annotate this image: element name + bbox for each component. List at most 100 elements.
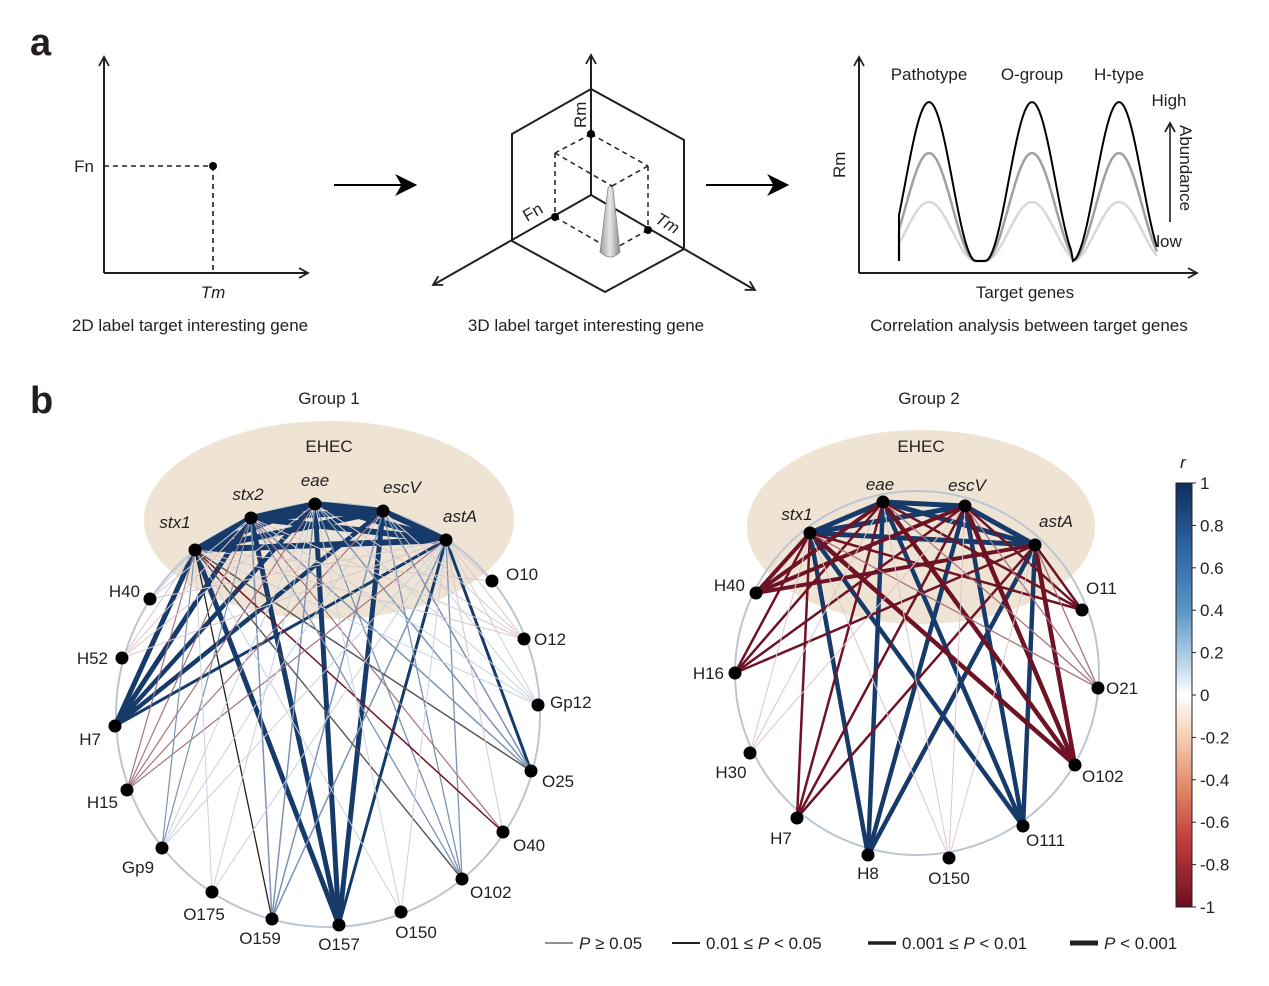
edge-asta-o11: [1033, 543, 1084, 612]
edge-stx1-gp9: [161, 549, 196, 849]
edge-asta-o10: [445, 539, 493, 582]
x-axis-label: Target genes: [976, 283, 1074, 302]
caption-3d: 3D label target interesting gene: [468, 316, 704, 335]
curve-high-abundance: [898, 100, 1158, 263]
low-label: low: [1156, 232, 1182, 251]
edge-escv-gp12: [382, 510, 539, 706]
edge-stx1-o150: [194, 549, 402, 913]
edge-asta-o111: [1020, 542, 1038, 829]
colorbar-tick-label: 0.4: [1200, 601, 1224, 620]
edge-stx1-asta: [807, 530, 1038, 548]
node-stx1: [803, 526, 817, 540]
edge-eae-h16: [733, 500, 885, 675]
edge-eae-h7: [795, 500, 885, 820]
node-label-o40: O40: [513, 836, 545, 855]
node-h40: [749, 586, 763, 600]
colorbar-tick-label: 0: [1200, 686, 1209, 705]
node-label-gp9: Gp9: [122, 858, 154, 877]
node-label-o150: O150: [928, 869, 970, 888]
colorbar-tick-label: -1: [1200, 898, 1215, 917]
edge-asta-gp9: [161, 539, 447, 849]
edge-eae-o21: [882, 501, 1099, 689]
node-o102: [455, 872, 469, 886]
edge-stx1-o10: [194, 549, 493, 582]
edge-stx1-escv: [807, 503, 968, 536]
edge-asta-o159: [271, 539, 447, 920]
axis-fn: [431, 194, 592, 286]
edge-asta-o12: [445, 539, 525, 640]
edges: [112, 501, 539, 928]
node-label-h8: H8: [857, 864, 879, 883]
edge-escv-h7: [112, 508, 386, 729]
edge-eae-h40: [754, 500, 885, 595]
edge-stx1-o21: [809, 532, 1099, 689]
colorbar-tick-label: -0.4: [1200, 771, 1229, 790]
plot-2d: Fn Tm 2D label target interesting gene: [72, 55, 310, 335]
edge-eae-gp9: [161, 503, 316, 849]
ehec-label: EHEC: [897, 437, 944, 456]
edge-eae-h7: [112, 501, 318, 729]
edge-eae-h30: [749, 501, 884, 754]
edge-eae-o175: [211, 503, 316, 893]
peak-label-h-type: H-type: [1094, 65, 1144, 84]
edge-escv-o21: [964, 505, 1099, 689]
node-h7: [790, 811, 804, 825]
hexagon-frame: [511, 87, 685, 294]
edge-asta-o21: [1034, 544, 1099, 689]
abundance-curves: [897, 100, 1159, 263]
edge-eae-h52: [121, 503, 316, 659]
edge-stx1-o25: [194, 549, 532, 772]
node-label-o12: O12: [534, 630, 566, 649]
colorbar-tick-label: 0.2: [1200, 644, 1224, 663]
edge-asta-o150: [400, 539, 447, 913]
node-eae: [308, 497, 322, 511]
colorbar-title: r: [1180, 453, 1187, 472]
node-label-o11: O11: [1086, 579, 1117, 598]
edge-asta-h40: [149, 539, 447, 600]
edge-stx1-h7: [795, 531, 812, 820]
edge-eae-o150: [314, 503, 402, 913]
node-o157: [332, 918, 346, 932]
plot-correlation: Rm Target genes Pathotype O-group H-type…: [830, 55, 1199, 335]
edge-stx1-o150: [809, 532, 950, 859]
edge-stx1-o102: [807, 530, 1078, 768]
edge-stx1-h8: [807, 530, 871, 858]
colorbar-tick-label: 0.6: [1200, 559, 1224, 578]
plot-3d: Rm Fn Tm 3D label target interesting gen…: [431, 53, 757, 335]
colorbar-tick-label: -0.2: [1200, 728, 1229, 747]
node-stx1: [188, 543, 202, 557]
node-eae: [876, 495, 890, 509]
colorbar-tick-label: 0.8: [1200, 516, 1224, 535]
legend-item-1: P ≥ 0.05: [579, 934, 642, 953]
edge-stx1-o12: [194, 549, 525, 640]
node-label-o159: O159: [239, 929, 281, 948]
edge-stx2-gp9: [161, 517, 252, 849]
edge-stx2-gp12: [250, 517, 539, 706]
node-o159: [265, 912, 279, 926]
high-label: High: [1152, 91, 1187, 110]
node-h52: [115, 651, 129, 665]
colorbar-ticks: 10.80.60.40.20-0.2-0.4-0.6-0.8-1: [1192, 474, 1229, 917]
edge-stx2-h7: [112, 515, 254, 729]
node-escv: [958, 499, 972, 513]
edge-eae-gp12: [314, 503, 539, 706]
group-2-title: Group 2: [898, 389, 959, 408]
y-axis-label: Rm: [830, 152, 849, 178]
edge-stx1-o11: [808, 531, 1084, 612]
edge-stx2-h15: [126, 517, 252, 791]
node-o150: [394, 905, 408, 919]
node-label-h40: H40: [109, 582, 140, 601]
tm-point: [644, 226, 652, 234]
node-label-o102: O102: [470, 883, 512, 902]
fn-point: [551, 213, 559, 221]
edge-stx2-h40: [149, 517, 252, 600]
point-marker: [209, 162, 217, 170]
edge-stx1-gp12: [194, 549, 539, 706]
node-label-h52: H52: [77, 649, 108, 668]
node-o150: [942, 851, 956, 865]
edge-asta-o102: [1032, 542, 1078, 768]
edge-asta-h16: [733, 543, 1037, 675]
